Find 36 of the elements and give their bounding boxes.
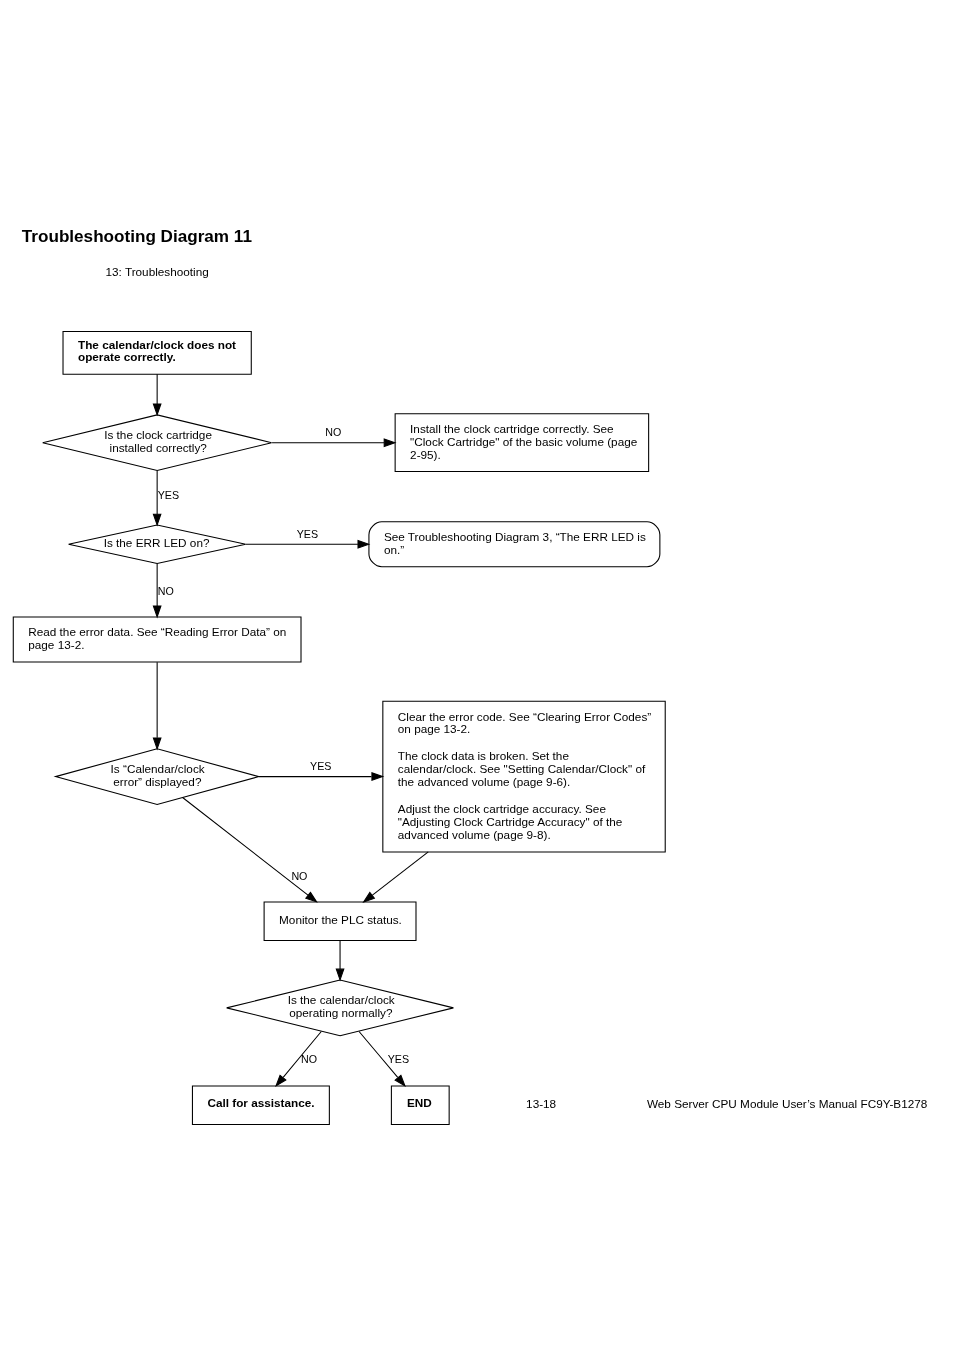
arrow (244, 539, 370, 549)
arrow (152, 470, 162, 527)
edge-label: YES (309, 760, 331, 773)
node-box: END (390, 1085, 450, 1125)
arrow (181, 796, 318, 903)
node-diamond: Is the ERR LED on? (67, 524, 246, 565)
arrow (152, 373, 162, 417)
edge-label: NO (157, 584, 174, 597)
arrow (361, 851, 429, 903)
edge-label: NO (290, 869, 307, 882)
node-diamond: Is the clock cartridge installed correctly? (41, 414, 272, 472)
node-box: Read the error data. See “Reading Error Data” on page 13-2. (12, 616, 302, 663)
node-diamond: Is the calendar/clock operating normally? (225, 979, 454, 1037)
edge-label: NO (324, 426, 341, 439)
node-box: The calendar/clock does not operate correctly. (62, 330, 252, 375)
edge-label: NO (300, 1053, 317, 1066)
arrow (152, 661, 162, 751)
node-box: Clear the error code. See “Clearing Error Codes” on page 13-2. The clock data is broken. Set the calendar/clock. See "Setting Calendar/Clock" of the advanced volume (page 9-6). Adjust the clock cartridge accuracy. See "Adjusting Clock Cartridge Accuracy" of the advanced volume (page 9-8). (381, 700, 666, 853)
node-box: Install the clock cartridge correctly. See "Clock Cartridge" of the basic volume (page 2-95). (394, 413, 649, 473)
label: Web Server CPU Module User’s Manual FC9Y-B1278 (646, 1097, 927, 1111)
arrow (358, 1030, 406, 1088)
node-diamond: Is “Calendar/clock error” displayed? (53, 748, 261, 805)
node-box: See Troubleshooting Diagram 3, “The ERR LED is on.” (367, 521, 660, 568)
label: 13-18 (525, 1097, 556, 1111)
label: 13: Troubleshooting (105, 264, 209, 278)
arrow (257, 772, 384, 782)
node-box: Monitor the PLC status. (263, 901, 417, 941)
edge-label: YES (296, 527, 318, 540)
edge-label: YES (387, 1053, 409, 1066)
node-box: Call for assistance. (191, 1085, 330, 1125)
arrow (274, 1030, 322, 1088)
edge-label: YES (157, 489, 179, 502)
diagram-title: Troubleshooting Diagram 11 (21, 227, 252, 247)
arrow (152, 563, 162, 619)
arrow (271, 438, 396, 448)
arrow (335, 940, 345, 982)
